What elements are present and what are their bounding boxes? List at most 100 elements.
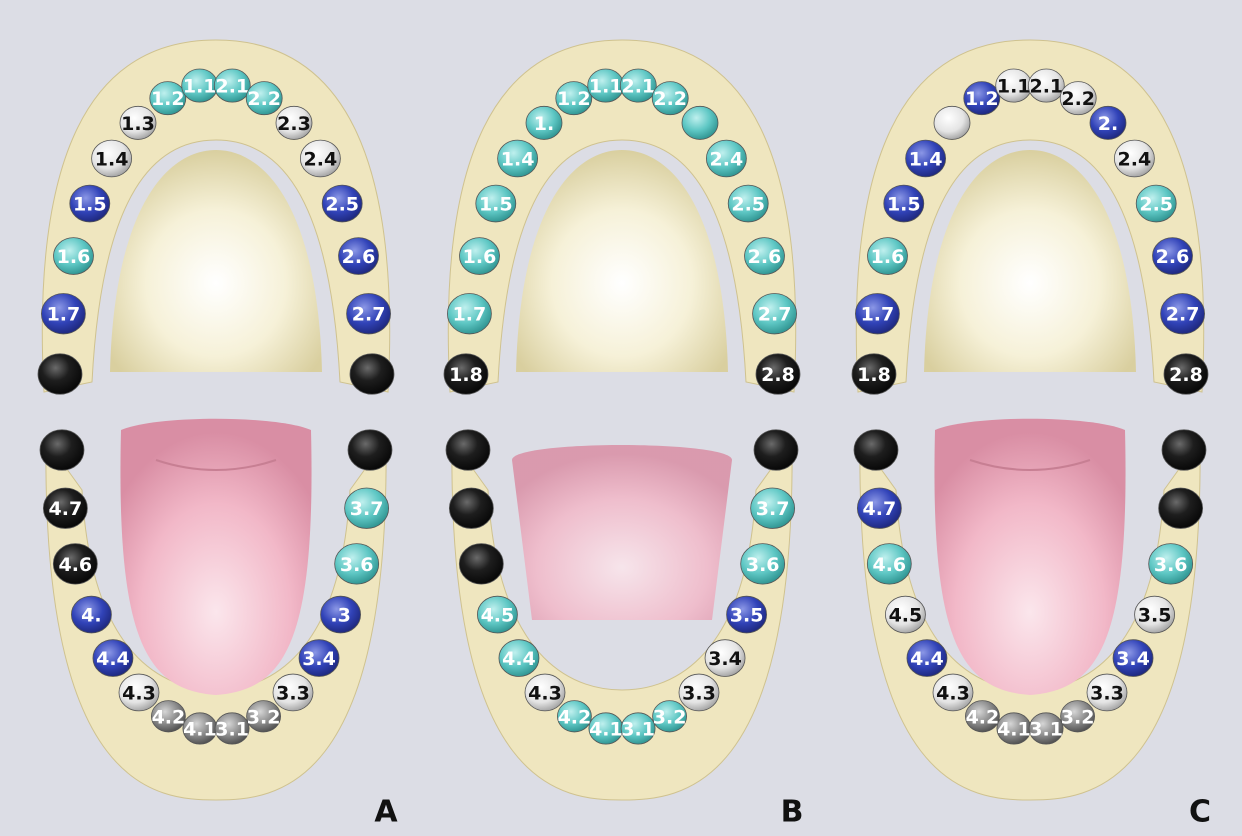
tooth-number-label: 4.1 bbox=[183, 718, 217, 740]
lower-tooth-3-2[interactable]: 3.2 bbox=[653, 701, 687, 732]
upper-tooth-1-6[interactable]: 1.6 bbox=[459, 238, 499, 275]
upper-tooth-2-7[interactable]: 2.7 bbox=[753, 293, 797, 333]
upper-tooth-1-5[interactable]: 1.5 bbox=[884, 185, 924, 222]
upper-tooth-2-2[interactable]: 2.2 bbox=[652, 82, 688, 115]
lower-tooth-3-7[interactable]: 3.7 bbox=[345, 488, 389, 528]
upper-tooth-1-7[interactable]: 1.7 bbox=[855, 293, 899, 333]
lower-tooth-4-7[interactable]: 4.7 bbox=[43, 488, 87, 528]
lower-tooth-3-1[interactable]: 3.1 bbox=[621, 713, 655, 744]
lower-tooth-4-2[interactable]: 4.2 bbox=[557, 701, 591, 732]
lower-tooth-3-3[interactable]: 3.3 bbox=[273, 674, 313, 711]
upper-tooth-1-1[interactable]: 1.1 bbox=[996, 69, 1032, 102]
lower-tooth-3-2[interactable]: 3.2 bbox=[247, 701, 281, 732]
upper-tooth-2-7[interactable]: 2.7 bbox=[347, 293, 391, 333]
lower-tooth-4-4[interactable]: 4.4 bbox=[499, 640, 539, 677]
lower-tooth-4-7[interactable]: 4.7 bbox=[857, 488, 901, 528]
tooth-number-label: 3.3 bbox=[682, 682, 716, 704]
lower-tooth-3-8[interactable] bbox=[754, 430, 798, 470]
lower-tooth-3-6[interactable]: 3.6 bbox=[741, 544, 785, 584]
upper-tooth-2-5[interactable]: 2.5 bbox=[1136, 185, 1176, 222]
upper-tooth-1-4[interactable]: 1.4 bbox=[498, 140, 538, 177]
upper-tooth-2-8[interactable]: 2.8 bbox=[756, 354, 800, 394]
upper-tooth-2-8[interactable]: 2.8 bbox=[1164, 354, 1208, 394]
lower-tooth-4-4[interactable]: 4.4 bbox=[93, 640, 133, 677]
upper-tooth-2-6[interactable]: 2.6 bbox=[1153, 238, 1193, 275]
lower-tooth-3-6[interactable]: 3.6 bbox=[1149, 544, 1193, 584]
upper-tooth-2-1[interactable]: 2.1 bbox=[1028, 69, 1064, 102]
lower-tooth-3-8[interactable] bbox=[1162, 430, 1206, 470]
upper-tooth-2-3[interactable] bbox=[682, 106, 718, 139]
lower-tooth-3-2[interactable]: 3.2 bbox=[1061, 701, 1095, 732]
upper-tooth-1-6[interactable]: 1.6 bbox=[53, 238, 93, 275]
upper-tooth-1-7[interactable]: 1.7 bbox=[41, 293, 85, 333]
lower-tooth-4-8[interactable] bbox=[40, 430, 84, 470]
upper-tooth-2-5[interactable]: 2.5 bbox=[728, 185, 768, 222]
lower-tooth-4-4[interactable]: 4.4 bbox=[907, 640, 947, 677]
upper-tooth-1-8[interactable]: 1.8 bbox=[444, 354, 488, 394]
upper-tooth-2-2[interactable]: 2.2 bbox=[246, 82, 282, 115]
upper-tooth-2-5[interactable]: 2.5 bbox=[322, 185, 362, 222]
lower-tooth-3-5[interactable]: 3.5 bbox=[727, 596, 767, 633]
lower-tooth-3-7[interactable] bbox=[1159, 488, 1203, 528]
upper-tooth-1-7[interactable] bbox=[38, 354, 82, 394]
upper-tooth-1-2[interactable]: 1.2 bbox=[964, 82, 1000, 115]
lower-tooth-3-7[interactable]: 3.7 bbox=[751, 488, 795, 528]
upper-tooth-2-4[interactable]: 2.4 bbox=[300, 140, 340, 177]
upper-tooth-2-8[interactable] bbox=[350, 354, 394, 394]
lower-tooth-3-6[interactable]: 3.6 bbox=[335, 544, 379, 584]
upper-tooth-2-4[interactable]: 2.4 bbox=[706, 140, 746, 177]
upper-tooth-1-3[interactable] bbox=[934, 106, 970, 139]
upper-tooth-2-6[interactable]: 2.6 bbox=[339, 238, 379, 275]
tooth-number-label: 2.5 bbox=[325, 194, 359, 216]
upper-tooth-1-3[interactable]: 1.3 bbox=[120, 106, 156, 139]
lower-tooth-4-8[interactable] bbox=[854, 430, 898, 470]
upper-tooth-1-1[interactable]: 1.1 bbox=[182, 69, 218, 102]
upper-tooth-2-1[interactable]: 2.1 bbox=[620, 69, 656, 102]
upper-tooth-2-2[interactable]: 2.2 bbox=[1060, 82, 1096, 115]
lower-tooth-4-1[interactable]: 4.1 bbox=[997, 713, 1031, 744]
upper-tooth-2-3[interactable]: 2. bbox=[1090, 106, 1126, 139]
lower-tooth-3-5[interactable]: 3.5 bbox=[1135, 596, 1175, 633]
lower-tooth-3-4[interactable]: 3.4 bbox=[299, 640, 339, 677]
tooth-number-label: 1.6 bbox=[871, 246, 905, 268]
tooth-number-label: 1.5 bbox=[73, 194, 107, 216]
upper-tooth-1-4[interactable]: 1.4 bbox=[906, 140, 946, 177]
lower-tooth-3-3[interactable]: 3.3 bbox=[1087, 674, 1127, 711]
lower-tooth-3-4[interactable]: 3.4 bbox=[1113, 640, 1153, 677]
upper-tooth-2-3[interactable]: 2.3 bbox=[276, 106, 312, 139]
lower-tooth-3-8[interactable] bbox=[348, 430, 392, 470]
lower-tooth-4-1[interactable]: 4.1 bbox=[183, 713, 217, 744]
upper-tooth-1-8[interactable]: 1.8 bbox=[852, 354, 896, 394]
lower-tooth-4-7[interactable] bbox=[449, 488, 493, 528]
lower-tooth-4-6[interactable]: 4.6 bbox=[867, 544, 911, 584]
upper-tooth-1-1[interactable]: 1.1 bbox=[588, 69, 624, 102]
upper-tooth-1-4[interactable]: 1.4 bbox=[92, 140, 132, 177]
upper-tooth-1-6[interactable]: 1.6 bbox=[867, 238, 907, 275]
lower-tooth-4-5[interactable]: 4. bbox=[71, 596, 111, 633]
lower-tooth-4-6[interactable]: 4.6 bbox=[53, 544, 97, 584]
upper-tooth-2-4[interactable]: 2.4 bbox=[1114, 140, 1154, 177]
lower-tooth-3-3[interactable]: 3.3 bbox=[679, 674, 719, 711]
upper-tooth-1-5[interactable]: 1.5 bbox=[70, 185, 110, 222]
upper-tooth-2-6[interactable]: 2.6 bbox=[745, 238, 785, 275]
lower-tooth-4-8[interactable] bbox=[446, 430, 490, 470]
lower-tooth-4-5[interactable]: 4.5 bbox=[885, 596, 925, 633]
lower-tooth-3-1[interactable]: 3.1 bbox=[215, 713, 249, 744]
tooth-number-label: 4.3 bbox=[122, 682, 156, 704]
tooth-number-label: 4.5 bbox=[481, 605, 515, 627]
lower-tooth-3-1[interactable]: 3.1 bbox=[1029, 713, 1063, 744]
lower-tooth-4-2[interactable]: 4.2 bbox=[151, 701, 185, 732]
lower-tooth-4-2[interactable]: 4.2 bbox=[965, 701, 999, 732]
lower-tooth-3-5[interactable]: .3 bbox=[321, 596, 361, 633]
lower-tooth-4-6[interactable] bbox=[459, 544, 503, 584]
upper-tooth-1-7[interactable]: 1.7 bbox=[447, 293, 491, 333]
upper-tooth-1-2[interactable]: 1.2 bbox=[150, 82, 186, 115]
upper-tooth-2-1[interactable]: 2.1 bbox=[214, 69, 250, 102]
upper-tooth-1-3[interactable]: 1. bbox=[526, 106, 562, 139]
lower-tooth-4-5[interactable]: 4.5 bbox=[477, 596, 517, 633]
lower-tooth-4-1[interactable]: 4.1 bbox=[589, 713, 623, 744]
upper-tooth-1-2[interactable]: 1.2 bbox=[556, 82, 592, 115]
upper-tooth-2-7[interactable]: 2.7 bbox=[1161, 293, 1205, 333]
upper-tooth-1-5[interactable]: 1.5 bbox=[476, 185, 516, 222]
lower-tooth-3-4[interactable]: 3.4 bbox=[705, 640, 745, 677]
